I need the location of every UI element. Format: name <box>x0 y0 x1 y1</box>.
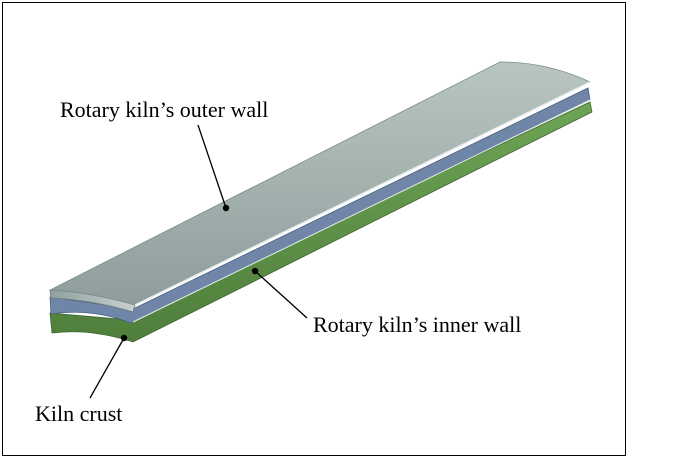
layer-highlight <box>134 81 591 306</box>
outer-wall-label: Rotary kiln’s outer wall <box>60 97 268 122</box>
figure-frame <box>2 2 626 456</box>
inner-wall-leader <box>254 270 308 319</box>
inner-wall-label: Rotary kiln’s inner wall <box>313 312 521 337</box>
kiln-crust-dot <box>120 334 128 342</box>
outer-wall-dot <box>222 204 230 212</box>
kiln-crust-leader <box>89 337 125 399</box>
kiln-crust-label: Kiln crust <box>35 401 122 426</box>
inner-wall-dot <box>251 267 259 275</box>
layer-highlight-2 <box>132 99 591 323</box>
outer-wall-leader <box>197 124 227 209</box>
inner-wall-layer <box>49 87 591 324</box>
kiln-crust-layer <box>49 101 593 343</box>
